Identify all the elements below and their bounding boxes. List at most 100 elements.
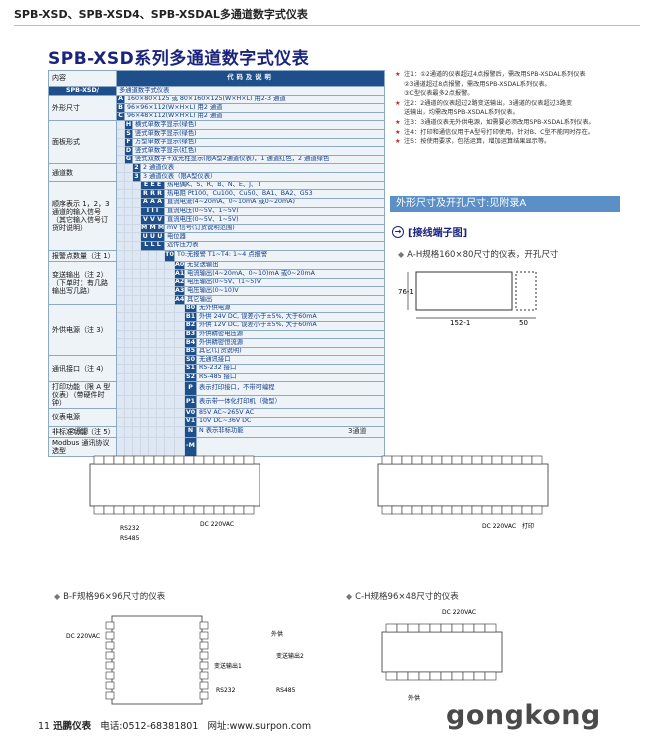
blank-cell bbox=[132, 249, 141, 262]
three-channel-label: 3通道 bbox=[348, 427, 367, 435]
spec-desc: 竖式双数字+双光柱显示(限A型2通道仪表)，1 通道红色，2 通道绿色 bbox=[131, 154, 386, 165]
spec-code: E E E bbox=[140, 180, 165, 191]
blank-cell bbox=[132, 416, 141, 427]
dim-76: 76-1 bbox=[398, 288, 414, 296]
blank-cell bbox=[164, 269, 175, 279]
terminal-block bbox=[163, 455, 175, 465]
blank-cell bbox=[116, 223, 125, 234]
terminal-block bbox=[429, 623, 442, 633]
blank-cell bbox=[174, 408, 185, 418]
terminal-block bbox=[418, 623, 431, 633]
note-star-icon bbox=[395, 108, 404, 118]
note-star-icon: ★ bbox=[395, 138, 401, 146]
output1-label: 变送输出1 bbox=[214, 662, 242, 670]
blank-cell bbox=[124, 240, 133, 251]
blank-cell bbox=[132, 240, 141, 251]
terminal-block bbox=[391, 505, 403, 515]
blank-cell bbox=[156, 394, 165, 410]
spec-desc: 热电偶K、S、R、B、N、E、J、T bbox=[163, 180, 386, 191]
terminal-block bbox=[199, 641, 209, 650]
blank-cell bbox=[116, 129, 125, 139]
spec-code: S1 bbox=[184, 363, 197, 374]
spec-code: B5 bbox=[184, 346, 197, 357]
spec-code: S0 bbox=[184, 355, 197, 365]
terminal-block bbox=[381, 505, 393, 515]
model-desc: 多通道数字式仪表 bbox=[115, 86, 386, 96]
spec-desc: 无外供电源 bbox=[195, 303, 386, 314]
dim-50: 50 bbox=[519, 319, 528, 327]
note-text: 注3：3通道仪表无外供电源，如需要必须改用SPB-XSDAL系列仪表。 bbox=[404, 119, 595, 127]
blank-cell bbox=[156, 338, 165, 348]
spec-category: 通讯接口（注 4） bbox=[48, 355, 117, 383]
blank-cell bbox=[156, 363, 165, 374]
terminal-block bbox=[93, 505, 105, 515]
page-header: SPB-XSD、SPB-XSD4、SPB-XSDAL多通道数字式仪表 bbox=[14, 6, 640, 26]
instrument-outline bbox=[89, 463, 260, 507]
blank-cell bbox=[164, 394, 175, 410]
blank-cell bbox=[174, 338, 185, 348]
blank-cell bbox=[124, 363, 133, 374]
blank-cell bbox=[148, 372, 157, 383]
spec-desc: 其它输出 bbox=[183, 295, 386, 305]
blank-cell bbox=[148, 312, 157, 322]
blank-cell bbox=[174, 346, 185, 357]
terminal-block bbox=[93, 455, 105, 465]
spec-code: M M M bbox=[140, 223, 165, 234]
blank-cell bbox=[140, 408, 149, 418]
spec-category: 面板形式 bbox=[48, 120, 117, 165]
spec-desc: 表示带一体化打印机（微型） bbox=[195, 394, 386, 410]
spec-desc: 横式单数字显示(绿色) bbox=[131, 120, 386, 131]
blank-cell bbox=[132, 355, 141, 365]
ch-caption: ◆C-H规格96×48尺寸的仪表 bbox=[346, 592, 459, 602]
spec-code: A1 bbox=[174, 269, 185, 279]
terminal-block bbox=[484, 623, 497, 633]
spec-code: 3 bbox=[132, 172, 141, 182]
blank-cell bbox=[156, 249, 165, 262]
blank-cell bbox=[116, 286, 125, 297]
spec-category: 通道数 bbox=[48, 163, 117, 182]
blank-cell bbox=[132, 295, 141, 305]
power-label: DC 220VAC bbox=[482, 523, 516, 530]
spec-code: A A A bbox=[140, 197, 165, 208]
terminal-block bbox=[396, 671, 409, 681]
terminal-block bbox=[461, 455, 473, 465]
spec-desc bbox=[195, 436, 386, 457]
spec-desc: 热电阻 Pt100、Cu100、Cu50、BA1、BA2、G53 bbox=[163, 189, 386, 199]
blank-cell bbox=[140, 312, 149, 322]
terminal-block bbox=[440, 623, 453, 633]
spec-code: F bbox=[124, 137, 133, 148]
spec-code: V1 bbox=[184, 416, 197, 427]
spec-category: Modbus 通讯协议选型 bbox=[48, 436, 117, 457]
terminal-block bbox=[401, 455, 413, 465]
blank-cell bbox=[132, 232, 141, 242]
note-line: ★注4：打印和通信仪用于A型号打印使用，针对B、C型不能同时存在。 bbox=[395, 128, 640, 138]
terminal-block bbox=[199, 661, 209, 670]
blank-cell bbox=[124, 372, 133, 383]
blank-cell bbox=[116, 197, 125, 208]
blank-cell bbox=[148, 269, 157, 279]
terminal-block bbox=[105, 651, 115, 660]
blank-cell bbox=[124, 381, 133, 396]
terminal-block bbox=[203, 455, 215, 465]
terminal-block bbox=[103, 455, 115, 465]
blank-cell bbox=[132, 206, 141, 217]
spec-desc: 2 通道仪表 bbox=[139, 163, 386, 174]
note-star-icon bbox=[395, 80, 404, 90]
terminal-block bbox=[133, 455, 145, 465]
blank-cell bbox=[164, 346, 175, 357]
blank-cell bbox=[132, 320, 141, 331]
spec-desc: 竖式单数字显示(红色) bbox=[131, 146, 386, 156]
spec-desc: 85V AC~265V AC bbox=[195, 408, 386, 418]
blank-cell bbox=[140, 249, 149, 262]
blank-cell bbox=[140, 416, 149, 427]
terminal-block bbox=[105, 681, 115, 690]
terminal-block bbox=[183, 455, 195, 465]
spec-code: S2 bbox=[184, 372, 197, 383]
terminal-block bbox=[531, 455, 543, 465]
blank-cell bbox=[124, 223, 133, 234]
blank-cell bbox=[148, 416, 157, 427]
